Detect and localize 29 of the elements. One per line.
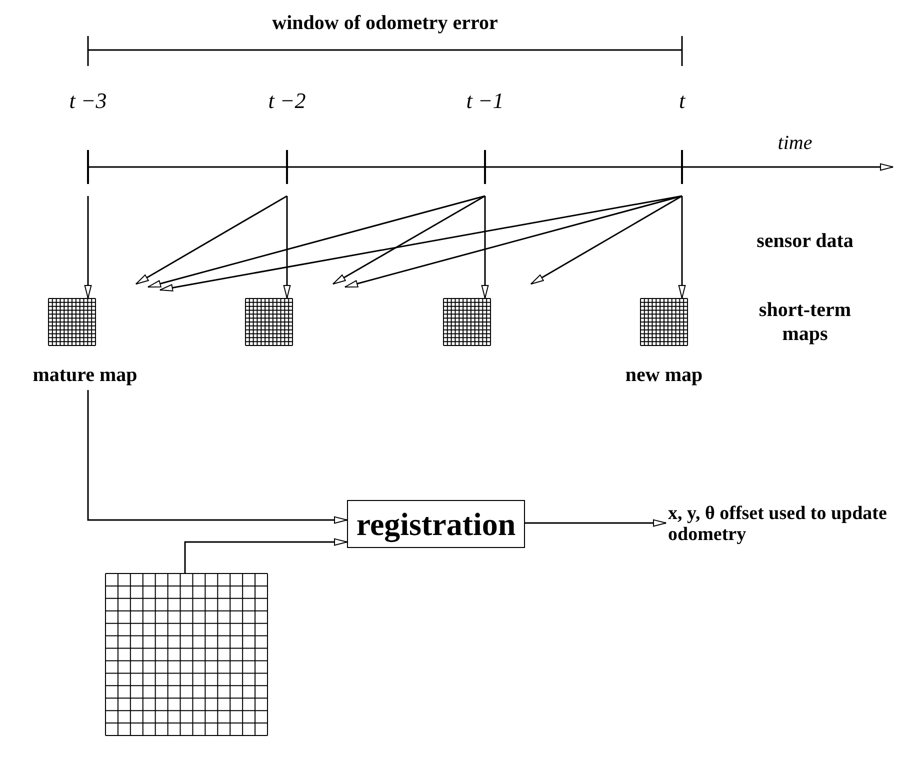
arrow	[678, 196, 686, 298]
time-label: t −3	[68, 87, 108, 115]
arrow	[84, 196, 92, 298]
arrow	[148, 195, 486, 288]
arrow	[87, 390, 348, 524]
time-label: t −2	[267, 87, 307, 115]
arrow	[530, 195, 682, 285]
tick-mark	[87, 150, 89, 184]
text-label: short-term maps	[758, 298, 852, 346]
text-label: sensor data	[756, 229, 854, 254]
tick-mark	[286, 150, 288, 184]
text-label: time	[776, 131, 814, 156]
arrow	[525, 519, 666, 527]
map-caption: mature map	[32, 363, 138, 388]
text-label: window of odometry error	[271, 11, 499, 36]
process-box: registration	[347, 500, 525, 548]
time-label: t	[678, 87, 686, 115]
tick-mark	[681, 150, 683, 184]
map-caption: new map	[624, 363, 704, 388]
arrow	[283, 196, 291, 298]
arrow	[136, 195, 288, 285]
arrow	[184, 538, 348, 573]
arrow	[481, 196, 489, 298]
arrow	[160, 195, 682, 292]
output-text: x, y, θ offset used to update odometry	[668, 503, 888, 545]
arrow	[332, 195, 486, 285]
time-label: t −1	[465, 87, 505, 115]
arrow	[344, 195, 682, 288]
tick-mark	[484, 150, 486, 184]
